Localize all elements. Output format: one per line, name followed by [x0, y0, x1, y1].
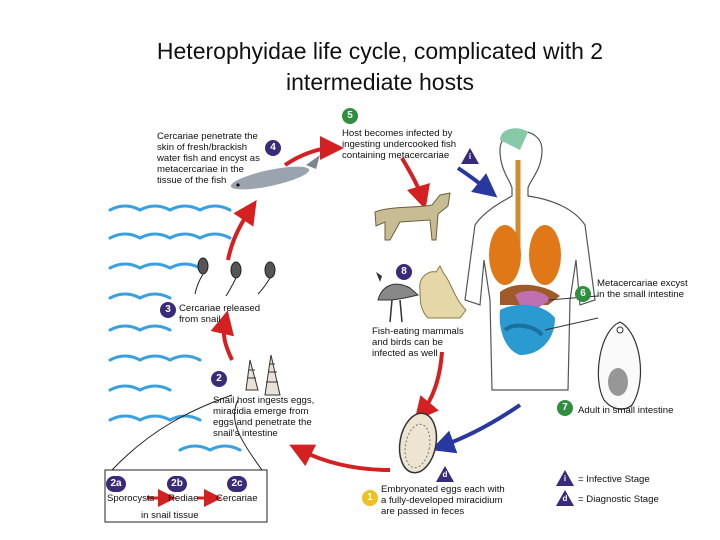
step-5-label: Host becomes infected by ingesting under…	[342, 128, 472, 161]
step-3-line: from snail	[179, 314, 221, 325]
step-3-label: Cercariae released from snail	[179, 303, 279, 325]
step-2c-badge: 2c	[227, 476, 247, 492]
infective-stage-marker: i	[461, 148, 479, 164]
dog-illustration	[374, 192, 451, 241]
step-4-line: metacercariae in the	[157, 164, 244, 175]
step-7-line: Adult in small intestine	[578, 405, 674, 416]
step-5-line: containing metacercariae	[342, 150, 450, 161]
diagnostic-stage-marker: d	[436, 466, 454, 482]
legend-infective-label: = Infective Stage	[578, 474, 650, 485]
step-4-line: Cercariae penetrate the	[157, 131, 258, 142]
legend-infective-symbol: i	[556, 470, 574, 486]
step-2-label: Snail host ingests eggs, miracidia emerg…	[213, 395, 333, 439]
snail-tissue-caption: in snail tissue	[141, 510, 199, 521]
fish-illustration	[230, 155, 320, 190]
step-4-line: tissue of the fish	[157, 175, 227, 186]
step-7-badge: 7	[557, 400, 573, 416]
legend-diagnostic-label: = Diagnostic Stage	[578, 494, 659, 505]
step-8-line: and birds can be	[372, 337, 443, 348]
adult-worm-illustration	[597, 321, 642, 410]
snail-illustration	[245, 354, 281, 396]
slide-title: Heterophyidae life cycle, complicated wi…	[60, 36, 700, 98]
step-1-line: a fully-developed miracidium	[381, 495, 503, 506]
step-3-badge: 3	[160, 302, 176, 318]
step-4-label: Cercariae penetrate the skin of fresh/br…	[157, 131, 265, 186]
step-8-line: Fish-eating mammals	[372, 326, 464, 337]
step-5-line: ingesting undercooked fish	[342, 139, 457, 150]
step-6-badge: 6	[575, 286, 591, 302]
step-5-line: Host becomes infected by	[342, 128, 453, 139]
step-2-line: Snail host ingests eggs,	[213, 395, 315, 406]
step-4-line: skin of fresh/brackish	[157, 142, 248, 153]
human-arrows	[430, 166, 522, 454]
step-2a-badge: 2a	[106, 476, 126, 492]
zoom-lines	[111, 394, 263, 471]
cercariae-label: Cercariae	[216, 493, 258, 504]
sporocysts-label: Sporocysts	[107, 493, 155, 504]
step-2-badge: 2	[211, 371, 227, 387]
rediae-label: Rediae	[168, 493, 199, 504]
step-4-badge: 4	[265, 140, 281, 156]
snail-tissue-box	[104, 469, 268, 523]
step-2-line: snail's intestine	[213, 428, 278, 439]
cycle-arrows	[210, 136, 444, 472]
step-4-line: water fish and encyst as	[157, 153, 260, 164]
title-line-1: Heterophyidae life cycle, complicated wi…	[156, 38, 604, 64]
step-1-line: are passed in feces	[381, 506, 465, 517]
human-body-illustration	[464, 128, 596, 391]
step-3-line: Cercariae released	[179, 303, 261, 314]
step-8-line: infected as well	[372, 348, 438, 359]
step-2b-badge: 2b	[167, 476, 187, 492]
legend-diagnostic-symbol: d	[556, 490, 574, 506]
egg-illustration	[398, 412, 438, 474]
step-1-badge: 1	[362, 490, 378, 506]
water-waves	[108, 204, 242, 452]
step-2-line: miracidia emerge from	[213, 406, 309, 417]
step-6-line: Metacercariae excyst	[597, 278, 688, 289]
step-8-label: Fish-eating mammals and birds can be inf…	[372, 326, 472, 359]
step-6-label: Metacercariae excyst in the small intest…	[597, 278, 712, 300]
step-5-badge: 5	[342, 108, 358, 124]
step-2-line: eggs and penetrate the	[213, 417, 312, 428]
step-7-label: Adult in small intestine	[578, 405, 698, 416]
step-1-label: Embryonated eggs each with a fully-devel…	[381, 484, 531, 517]
bird-and-cat-illustration	[376, 265, 467, 323]
cercariae-illustration	[194, 257, 276, 297]
step-6-line: in the small intestine	[597, 289, 684, 300]
step-8-badge: 8	[396, 264, 412, 280]
step-1-line: Embryonated eggs each with	[381, 484, 505, 495]
title-line-2: intermediate hosts	[286, 69, 474, 95]
